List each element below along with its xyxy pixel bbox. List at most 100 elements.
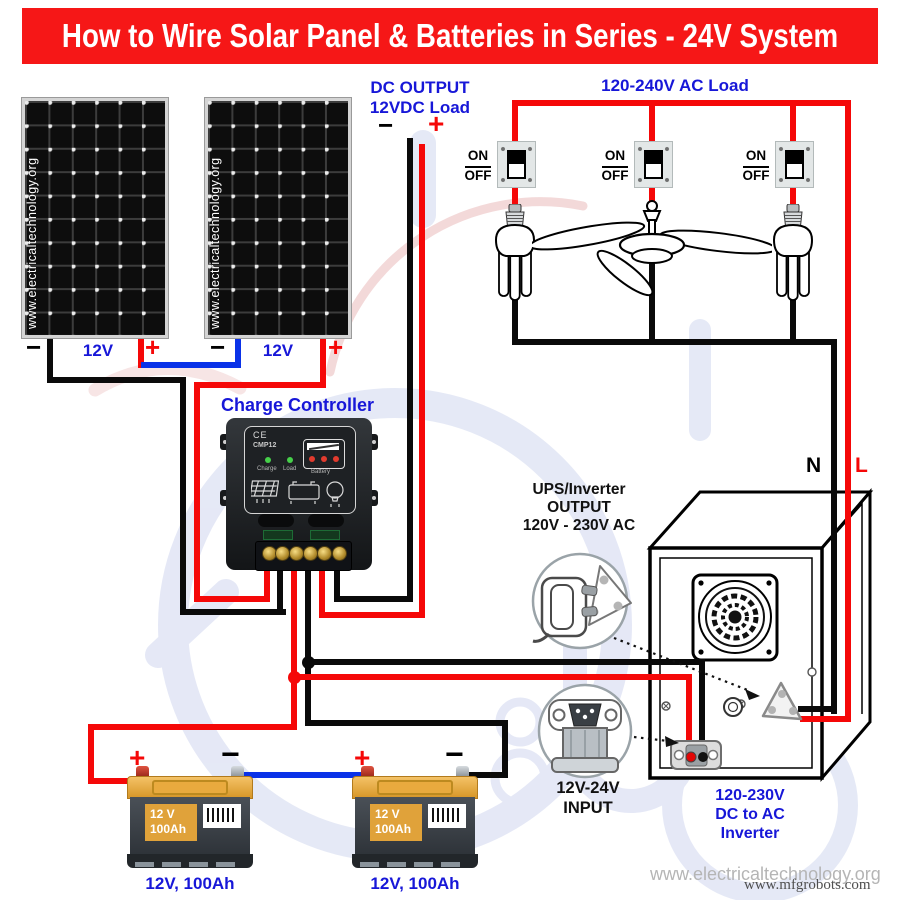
wire-switch1-to-lamp <box>512 183 518 210</box>
rocker-switch-icon <box>785 150 804 179</box>
battery1-minus-sign: − <box>221 736 240 772</box>
barcode <box>203 804 241 828</box>
switch-3 <box>775 141 814 188</box>
battery-voltage-text: 12 V <box>375 807 400 821</box>
switch-off-label: OFF <box>601 167 629 183</box>
controller-icons <box>251 480 344 507</box>
wire-neutral-jog <box>798 706 837 712</box>
ups-output-line3: 120V - 230V AC <box>522 517 636 534</box>
wire-ac-line-vert <box>845 100 851 722</box>
ce-mark: CE <box>253 430 268 440</box>
wire-switch2-to-fan <box>649 183 655 212</box>
panel1-voltage-label: 12V <box>82 341 114 360</box>
solar-cells <box>25 101 165 335</box>
battery2-minus-sign: − <box>445 736 464 772</box>
battery-capacity-text: 100Ah <box>150 822 187 836</box>
switch2-onoff-label: ON OFF <box>597 148 633 185</box>
dc-output-label: DC OUTPUT 12VDC Load <box>350 78 490 118</box>
panel2-minus-sign: − <box>210 332 226 362</box>
battery1-caption: 12V, 100Ah <box>145 874 235 893</box>
battery2-plus-sign: + <box>354 742 371 773</box>
meter-needle <box>309 443 339 450</box>
inverter-caption-line1: 120-230V <box>715 787 785 804</box>
dc-plug-callout-icon <box>537 683 633 779</box>
wire-solar-pos-run <box>194 382 326 388</box>
battery1-plus-sign: + <box>129 742 146 773</box>
battery-led <box>333 456 339 462</box>
battery-rating-plate: 12 V 100Ah <box>370 804 422 841</box>
terminal-screw <box>289 546 304 561</box>
page-title: How to Wire Solar Panel & Batteries in S… <box>61 17 839 54</box>
terminal-screw <box>332 546 347 561</box>
dc-input-line2: INPUT <box>563 799 613 817</box>
wire-dcout-pos-vert <box>419 144 425 618</box>
dc-to-ac-inverter <box>646 487 874 783</box>
terminal-screw <box>317 546 332 561</box>
battery-body: 12 V 100Ah <box>130 797 250 855</box>
wire-battery-pos-drop <box>88 724 94 784</box>
panel2-plus-sign: + <box>328 332 344 362</box>
wire-term4-vert <box>305 564 311 726</box>
terminal-screw <box>275 546 290 561</box>
meter-strip <box>307 443 339 450</box>
ups-output-label: UPS/Inverter OUTPUT 120V - 230V AC <box>505 481 653 535</box>
rocker-switch-icon <box>644 150 663 179</box>
dc-output-minus-sign: − <box>378 110 394 140</box>
battery-rating-plate: 12 V 100Ah <box>145 804 197 841</box>
wire-term5-stub <box>319 564 325 618</box>
charge-controller: CE CMP12 Charge Load Battery <box>220 418 378 571</box>
battery-led <box>309 456 315 462</box>
wire-dcout-neg-vert <box>407 138 413 602</box>
switch-on-label: ON <box>743 148 769 168</box>
ceiling-fan-icon <box>532 200 772 297</box>
switch1-onoff-label: ON OFF <box>460 148 496 185</box>
switch-on-label: ON <box>602 148 628 168</box>
battery-meter <box>303 439 345 469</box>
wire-neutral-vert <box>831 339 837 714</box>
model-number: CMP12 <box>253 442 277 449</box>
switch-on-label: ON <box>465 148 491 168</box>
wire-term3-vert <box>291 564 297 730</box>
solar-panel-2: www.electricaltechnology.org <box>204 97 352 339</box>
battery-body: 12 V 100Ah <box>355 797 475 855</box>
wire-battery-pos-run <box>88 724 297 730</box>
inverter-caption-line3: Inverter <box>720 825 780 842</box>
dc-output-line1: DC OUTPUT <box>370 78 470 97</box>
wire-switch3-to-lamp <box>790 183 796 210</box>
wire-solar-neg-toterm <box>180 609 286 615</box>
switch-off-label: OFF <box>742 167 770 183</box>
dc-output-line2: 12VDC Load <box>369 98 471 117</box>
controller-front-panel: CE CMP12 Charge Load Battery <box>244 426 356 514</box>
line-label: L <box>855 454 868 477</box>
solar-cells <box>208 101 348 335</box>
wire-panel1-pos-stub <box>138 336 144 368</box>
battery-base <box>352 854 478 868</box>
battery-capacity-text: 100Ah <box>375 822 412 836</box>
wire-term2-stub <box>277 564 283 614</box>
wire-branch2-drop <box>649 103 655 145</box>
cfl-lamp-2-icon <box>772 204 814 301</box>
switch-2 <box>634 141 673 188</box>
wire-solar-neg-vert <box>180 377 186 615</box>
terminal-screw <box>303 546 318 561</box>
panel-watermark-text: www.electricaltechnology.org <box>25 157 39 329</box>
battery-led-label: Battery <box>311 469 331 475</box>
wire-line-jog <box>800 716 845 722</box>
terminal-block <box>255 541 352 571</box>
wire-battery-series-link <box>240 772 367 778</box>
barcode <box>428 804 466 828</box>
battery2-caption: 12V, 100Ah <box>370 874 460 893</box>
charge-controller-label: Charge Controller <box>220 395 375 415</box>
wire-panel1-neg-drop <box>47 336 53 382</box>
wire-term5-run <box>319 612 425 618</box>
wire-neg-to-inverter <box>305 659 705 665</box>
battery-2: 12 V 100Ah <box>352 766 478 868</box>
charge-led <box>265 457 271 463</box>
wire-panel2-pos-drop <box>320 336 326 388</box>
wire-solar-pos-toterm <box>194 596 270 602</box>
wire-inverter-pos-drop <box>686 674 692 753</box>
wire-battery1-pos-stub <box>88 778 146 784</box>
solar-panel-1: www.electricaltechnology.org <box>21 97 169 339</box>
switch-off-label: OFF <box>464 167 492 183</box>
